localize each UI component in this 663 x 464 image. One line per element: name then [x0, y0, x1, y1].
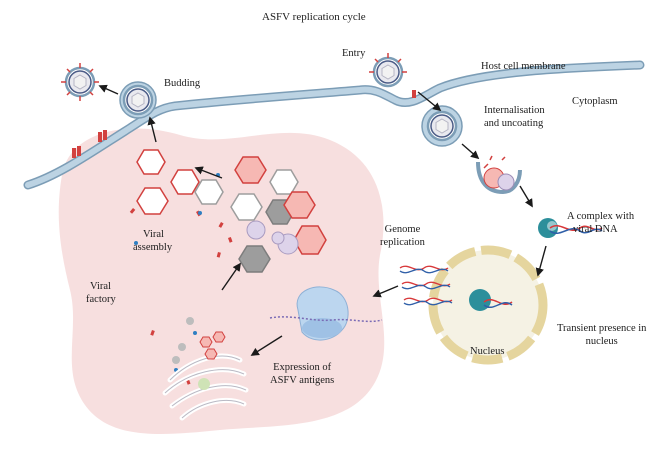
label-transient-line1: Transient presence in	[557, 323, 647, 334]
capsid-hexagons	[136, 149, 327, 273]
budding-virion-membrane	[119, 81, 157, 119]
label-expression-antigens: Expression of ASFV antigens	[270, 362, 334, 387]
label-internalisation: Internalisation and uncoating	[484, 105, 545, 130]
internalised-virion	[421, 105, 463, 147]
vesicles	[246, 220, 299, 255]
uncoating-virion	[476, 155, 522, 195]
replicated-dna-strands	[399, 265, 453, 306]
label-viral-factory-line1: Viral	[90, 281, 111, 292]
label-complex: A complex with viral DNA	[567, 211, 634, 236]
label-entry: Entry	[342, 48, 366, 59]
label-complex-line1: A complex with	[567, 211, 635, 222]
label-viral-factory: Viral factory	[86, 281, 116, 306]
small-hexagons	[172, 317, 226, 390]
label-transient-line2: nucleus	[585, 335, 618, 347]
label-internalisation-line1: Internalisation	[484, 105, 545, 116]
budding-virion-free	[61, 63, 99, 101]
label-genome-line2: replication	[380, 236, 425, 248]
label-host-membrane: Host cell membrane	[481, 61, 566, 72]
label-viral-assembly-line1: Viral	[143, 229, 164, 240]
label-transient-presence: Transient presence in nucleus	[557, 323, 646, 348]
diagram-title: ASFV replication cycle	[262, 11, 366, 23]
host-cell-membrane	[23, 60, 645, 190]
label-viral-factory-line2: factory	[86, 293, 116, 305]
label-viral-assembly-line2: assembly	[133, 241, 173, 253]
label-genome-replication: Genome replication	[380, 224, 425, 249]
membrane-receptors	[72, 90, 416, 158]
label-complex-line2: viral DNA	[573, 223, 618, 235]
viral-dna-complex	[538, 218, 603, 238]
label-budding: Budding	[164, 78, 201, 89]
ribosome	[269, 286, 383, 341]
label-cytoplasm: Cytoplasm	[572, 96, 618, 107]
label-nucleus: Nucleus	[470, 346, 505, 357]
nucleus	[428, 245, 548, 365]
label-genome-line1: Genome	[384, 224, 421, 235]
label-expression-line2: ASFV antigens	[270, 374, 335, 386]
entry-virion	[369, 53, 407, 88]
label-internalisation-line2: and uncoating	[484, 117, 544, 129]
cycle-arrows	[98, 84, 547, 356]
label-expression-line1: Expression of	[273, 362, 332, 373]
label-viral-assembly: Viral assembly	[133, 229, 172, 254]
